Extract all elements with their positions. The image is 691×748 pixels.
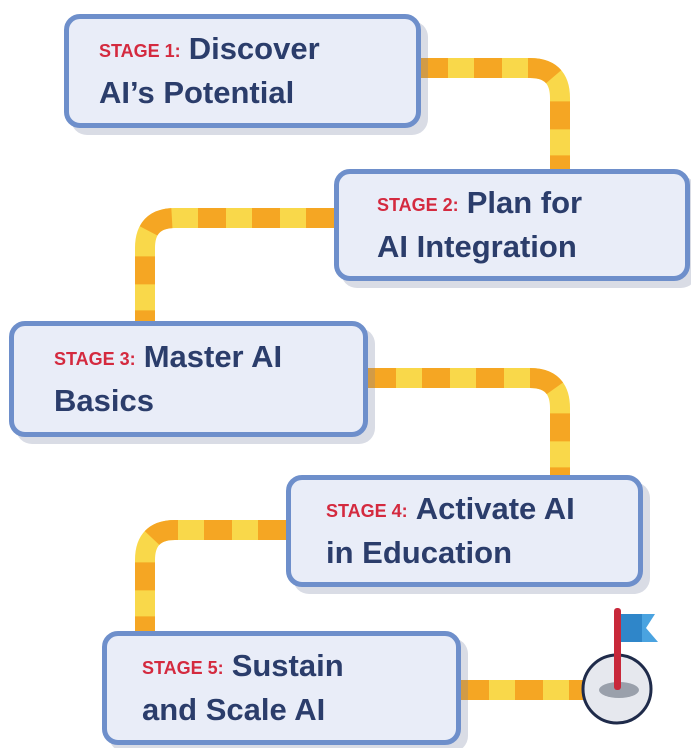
stage-5-tag: STAGE 5: [142, 658, 224, 678]
stage-2-box: STAGE 2: Plan for AI Integration [334, 169, 690, 281]
stage-4-tag: STAGE 4: [326, 501, 408, 521]
stage-1-title-line2: AI’s Potential [99, 75, 295, 110]
stage-4-title-line2: in Education [326, 535, 512, 570]
road-segment-1-2 [420, 58, 570, 180]
stage-4-title-line1: Activate AI [415, 491, 575, 526]
stage-2-title-line1: Plan for [466, 185, 583, 220]
stage-3-tag: STAGE 3: [54, 349, 136, 369]
stage-3-title-line1: Master AI [143, 339, 283, 374]
stage-5-title-line1: Sustain [231, 648, 344, 683]
road-segment-3-4 [368, 368, 570, 485]
stage-5-box: STAGE 5: Sustain and Scale AI [102, 631, 461, 745]
stage-1-title-line1: Discover [188, 31, 320, 66]
finish-flag-icon [581, 608, 658, 725]
stage-5-title-line2: and Scale AI [142, 692, 326, 727]
stage-2-tag: STAGE 2: [377, 195, 459, 215]
stage-1-box: STAGE 1: Discover AI’s Potential [64, 14, 421, 128]
stage-3-title-line2: Basics [54, 383, 154, 418]
stage-4-box: STAGE 4: Activate AI in Education [286, 475, 643, 587]
road-segment-2-3 [135, 208, 334, 330]
stage-2-title-line2: AI Integration [377, 229, 577, 264]
stage-1-tag: STAGE 1: [99, 41, 181, 61]
road-segment-4-5 [135, 520, 286, 640]
stage-3-box: STAGE 3: Master AI Basics [9, 321, 368, 437]
